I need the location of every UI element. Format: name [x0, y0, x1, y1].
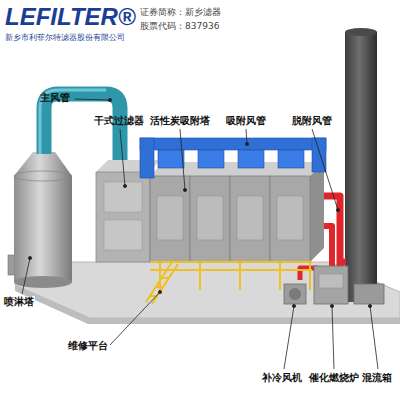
maintenance-platform [162, 277, 168, 279]
equipment [319, 274, 343, 288]
adsorption-ducts [278, 150, 304, 168]
leader-lines [28, 256, 31, 259]
leader-lines [312, 129, 338, 210]
part-label: 补冷风机 [262, 372, 302, 384]
desorption-ducts [340, 259, 346, 266]
leader-lines [245, 142, 248, 145]
equipment [314, 266, 348, 304]
leader-lines [108, 98, 111, 101]
dry-filter [104, 182, 142, 212]
part-label: 催化燃烧炉 [309, 372, 359, 384]
dry-filter [96, 172, 150, 262]
spray-tower [14, 276, 72, 288]
part-label: 脱附风管 [292, 115, 332, 127]
carbon-towers [190, 176, 230, 262]
adsorption-ducts [238, 150, 264, 168]
part-label: 主风管 [40, 92, 70, 104]
main-duct [44, 94, 120, 165]
maintenance-platform [156, 286, 162, 288]
company-name: 新乡市利菲尔特滤器股份有限公司 [5, 33, 125, 42]
ground-slab [15, 262, 400, 324]
leader-lines [183, 188, 186, 191]
chimney [345, 28, 377, 302]
adsorption-ducts [140, 138, 326, 178]
carbon-towers [157, 196, 183, 240]
desorption-ducts [324, 196, 340, 268]
maintenance-platform [152, 264, 178, 304]
leader-lines [75, 99, 110, 100]
leader-lines [292, 304, 295, 307]
adsorption-ducts [140, 138, 326, 150]
carbon-towers [310, 162, 324, 262]
carbon-towers [230, 176, 270, 262]
part-label: 干式过滤器 [94, 115, 144, 127]
leader-lines [22, 98, 378, 369]
leader-lines [120, 129, 125, 186]
leader-lines [123, 184, 126, 187]
equipment [289, 288, 301, 300]
leader-lines [284, 306, 294, 369]
adsorption-ducts [140, 138, 154, 178]
spray-tower [8, 152, 72, 288]
leader-lines [332, 306, 334, 369]
carbon-towers [237, 196, 263, 240]
maintenance-platform [146, 262, 172, 302]
maintenance-platform [239, 262, 241, 290]
chimney [345, 28, 377, 36]
main-duct [40, 90, 120, 165]
ground-slab [15, 262, 400, 318]
maintenance-platform [279, 262, 281, 290]
stock-code: 股票代码：837936 [140, 21, 219, 31]
leader-lines [180, 129, 185, 190]
dry-filter [104, 220, 142, 250]
carbon-towers [197, 196, 223, 240]
equipment [354, 284, 384, 304]
leader-lines [368, 304, 371, 307]
leader-lines [370, 306, 378, 369]
carbon-towers [150, 162, 324, 262]
chimney [345, 32, 377, 302]
spray-tower [14, 176, 72, 282]
maintenance-platform [150, 261, 312, 263]
maintenance-platform [309, 262, 311, 290]
desorption-ducts [324, 226, 332, 266]
part-label: 喷淋塔 [3, 296, 35, 308]
equipment [284, 284, 306, 304]
part-label: 吸附风管 [226, 115, 266, 127]
maintenance-platform [159, 262, 161, 290]
carbon-towers [150, 176, 190, 262]
part-label: 活性炭吸附塔 [150, 115, 210, 127]
part-label: 维修平台 [68, 340, 108, 352]
adsorption-ducts [198, 150, 224, 168]
leader-lines [110, 292, 160, 345]
company-logo: LEFILTER® [5, 3, 136, 31]
maintenance-platform [199, 262, 201, 290]
carbon-towers [270, 176, 310, 262]
spray-tower [14, 171, 72, 181]
leader-lines [336, 208, 339, 211]
leader-lines [22, 258, 30, 294]
carbon-towers [277, 196, 303, 240]
leader-lines [246, 129, 247, 144]
adsorption-ducts [158, 150, 184, 168]
leader-lines [158, 290, 161, 293]
leader-lines [330, 304, 333, 307]
stock-name: 证券简称：新乡滤器 [140, 7, 221, 17]
part-label: 混流箱 [362, 372, 392, 384]
equipment [284, 266, 384, 304]
maintenance-platform [146, 262, 312, 304]
